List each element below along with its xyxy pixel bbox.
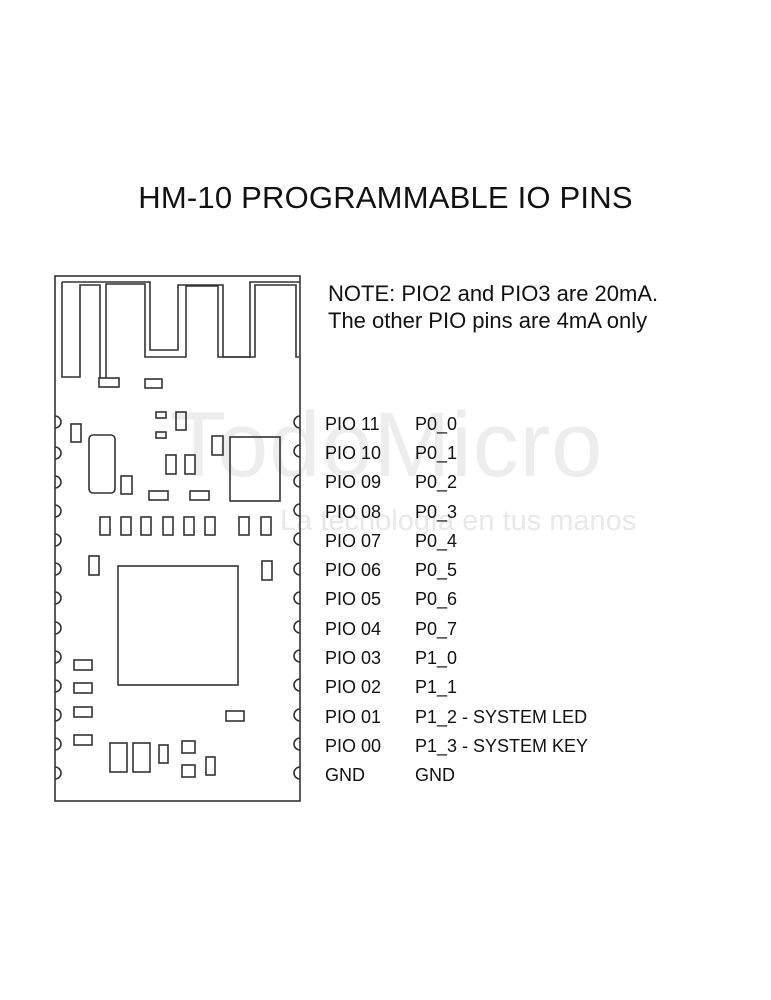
pio-label: PIO 02 bbox=[325, 677, 382, 697]
antenna-trace bbox=[62, 281, 300, 358]
pio-label: PIO 06 bbox=[325, 560, 382, 580]
pio-label: PIO 00 bbox=[325, 736, 382, 756]
port-label: P0_4 bbox=[415, 531, 458, 551]
oscillator bbox=[229, 436, 281, 502]
pio-label: PIO 04 bbox=[325, 619, 382, 639]
right-castellated-pads bbox=[293, 415, 301, 780]
smd-pad bbox=[98, 377, 120, 388]
port-label: P1_1 bbox=[415, 677, 458, 697]
pio-label: PIO 08 bbox=[325, 502, 382, 522]
port-label: P0_3 bbox=[415, 502, 458, 522]
smd-pad bbox=[144, 378, 163, 389]
port-label: P1_0 bbox=[415, 648, 458, 668]
pio-label: PIO 11 bbox=[325, 414, 380, 434]
pio-label: PIO 01 bbox=[325, 707, 382, 727]
port-label: P0_2 bbox=[415, 472, 458, 492]
diagram-title: HM-10 PROGRAMMABLE IO PINS bbox=[138, 180, 633, 215]
note-line-2: The other PIO pins are 4mA only bbox=[328, 308, 648, 333]
left-castellated-pads bbox=[54, 415, 62, 780]
pio-label: PIO 09 bbox=[325, 472, 382, 492]
port-label: P0_1 bbox=[415, 443, 458, 463]
port-label: P0_6 bbox=[415, 589, 458, 609]
module-outline bbox=[54, 275, 301, 802]
port-label: GND bbox=[415, 765, 455, 785]
pio-label: PIO 07 bbox=[325, 531, 382, 551]
pio-label: PIO 10 bbox=[325, 443, 382, 463]
port-label: P0_0 bbox=[415, 414, 458, 434]
port-label: P0_5 bbox=[415, 560, 458, 580]
pio-label: PIO 03 bbox=[325, 648, 382, 668]
port-label: P1_3 - SYSTEM KEY bbox=[415, 736, 589, 756]
main-chip-cc2541 bbox=[117, 565, 239, 686]
note-line-1: NOTE: PIO2 and PIO3 are 20mA. bbox=[328, 281, 659, 306]
pio-label: GND bbox=[325, 765, 365, 785]
port-label: P1_2 - SYSTEM LED bbox=[415, 707, 588, 727]
crystal bbox=[88, 434, 116, 494]
port-label: P0_7 bbox=[415, 619, 458, 639]
current-note: NOTE: PIO2 and PIO3 are 20mA. The other … bbox=[328, 280, 658, 334]
pio-label: PIO 05 bbox=[325, 589, 382, 609]
